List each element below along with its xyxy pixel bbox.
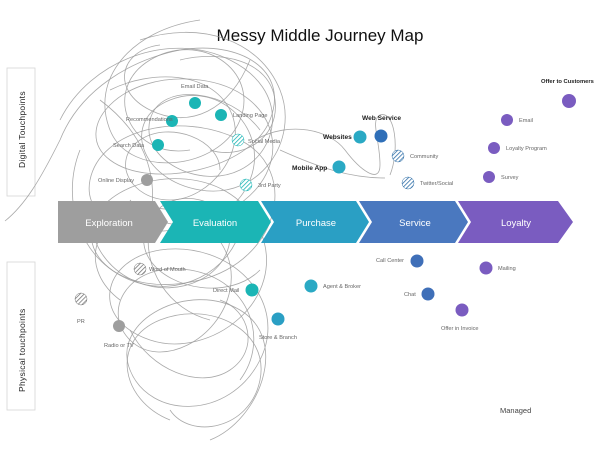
touchpoint-recommendations: Recommendations [126, 117, 173, 123]
touchpoint-call-center: Call Center [376, 258, 404, 264]
touchpoint-web-service: Web Service [362, 115, 401, 122]
touchpoint-dot-word-of-mouth [133, 262, 147, 276]
stage-label-exploration: Exploration [85, 218, 133, 229]
touchpoint-dot-recommendations [166, 115, 178, 127]
touchpoint-email: Email [519, 118, 533, 124]
touchpoint-social-media: Social Media [248, 139, 281, 145]
touchpoint-agent-broker: Agent & Broker [323, 284, 361, 290]
touchpoint-dot-community [391, 149, 405, 163]
physical-touchpoints-section: Physical touchpoints [6, 261, 36, 411]
touchpoint-dot-offer-in-invoice [455, 303, 469, 317]
physical-touchpoints: Word of Mouth PR Radio or TV Direct Mail… [74, 254, 516, 349]
touchpoint-dot-landing-page [215, 109, 227, 121]
touchpoint-community: Community [410, 154, 438, 160]
touchpoint-loyalty-program: Loyalty Program [506, 146, 547, 152]
digital-touchpoints: Email Data Recommendations Landing Page … [98, 79, 594, 192]
touchpoint-dot-chat [421, 287, 435, 301]
touchpoint-radio-tv: Radio or TV [104, 343, 134, 349]
touchpoint-dot-loyalty-program [488, 142, 500, 154]
touchpoint-online-display: Online Display [98, 178, 134, 184]
digital-touchpoints-section: Digital Touchpoints [6, 67, 36, 197]
touchpoint-mobile-app: Mobile App [292, 165, 327, 172]
stages: Exploration Evaluation Purchase Service … [58, 201, 573, 243]
touchpoint-dot-call-center [410, 254, 424, 268]
touchpoint-dot-mailing [479, 261, 493, 275]
physical-touchpoints-label: Physical touchpoints [17, 309, 27, 393]
touchpoint-dot-search-data [152, 139, 164, 151]
touchpoint-dot-offer-to-customers [562, 94, 576, 108]
page-title: Messy Middle Journey Map [217, 26, 424, 45]
touchpoint-dot-social-media [231, 133, 245, 147]
touchpoint-dot-online-display [141, 174, 153, 186]
touchpoint-third-party: 3rd Party [258, 183, 281, 189]
touchpoint-dot-twitter-social [401, 176, 415, 190]
stage-label-loyalty: Loyalty [501, 218, 531, 229]
stage-loyalty [458, 201, 573, 243]
stage-label-purchase: Purchase [296, 218, 336, 229]
touchpoint-dot-radio-tv [113, 320, 125, 332]
stage-label-service: Service [399, 218, 431, 229]
stage-service [359, 201, 468, 243]
touchpoint-survey: Survey [501, 175, 519, 181]
messy-middle-tangle [4, 19, 396, 441]
touchpoint-chat: Chat [404, 292, 416, 298]
touchpoint-direct-mail: Direct Mail [213, 288, 239, 294]
touchpoint-offer-to-customers: Offer to Customers [541, 79, 594, 85]
digital-touchpoints-label: Digital Touchpoints [17, 91, 27, 168]
touchpoint-dot-websites [353, 130, 367, 144]
touchpoint-search-data: Search Data [113, 143, 145, 149]
touchpoint-landing-page: Landing Page [233, 113, 268, 119]
touchpoint-word-of-mouth: Word of Mouth [149, 267, 186, 273]
touchpoint-dot-email-data [189, 97, 201, 109]
stage-purchase [261, 201, 369, 243]
touchpoint-dot-agent-broker [304, 279, 318, 293]
stage-evaluation [160, 201, 271, 243]
touchpoint-mailing: Mailing [498, 266, 516, 272]
stage-label-evaluation: Evaluation [193, 218, 237, 229]
touchpoint-dot-survey [483, 171, 495, 183]
touchpoint-dot-mobile-app [332, 160, 346, 174]
touchpoint-dot-store-branch [271, 312, 285, 326]
touchpoint-email-data: Email Data [181, 84, 209, 90]
touchpoint-offer-in-invoice: Offer in Invoice [441, 326, 479, 332]
touchpoint-store-branch: Store & Branch [259, 335, 297, 341]
touchpoint-dot-direct-mail [245, 283, 259, 297]
stage-exploration [58, 201, 168, 243]
touchpoint-websites: Websites [323, 134, 352, 141]
touchpoint-dot-web-service [374, 129, 388, 143]
touchpoint-dot-third-party [239, 178, 253, 192]
footer-managed: Managed [500, 406, 531, 415]
touchpoint-pr: PR [77, 319, 85, 325]
touchpoint-twitter-social: Twitter/Social [420, 181, 453, 187]
touchpoint-dot-pr [74, 292, 88, 306]
touchpoint-dot-email [501, 114, 513, 126]
